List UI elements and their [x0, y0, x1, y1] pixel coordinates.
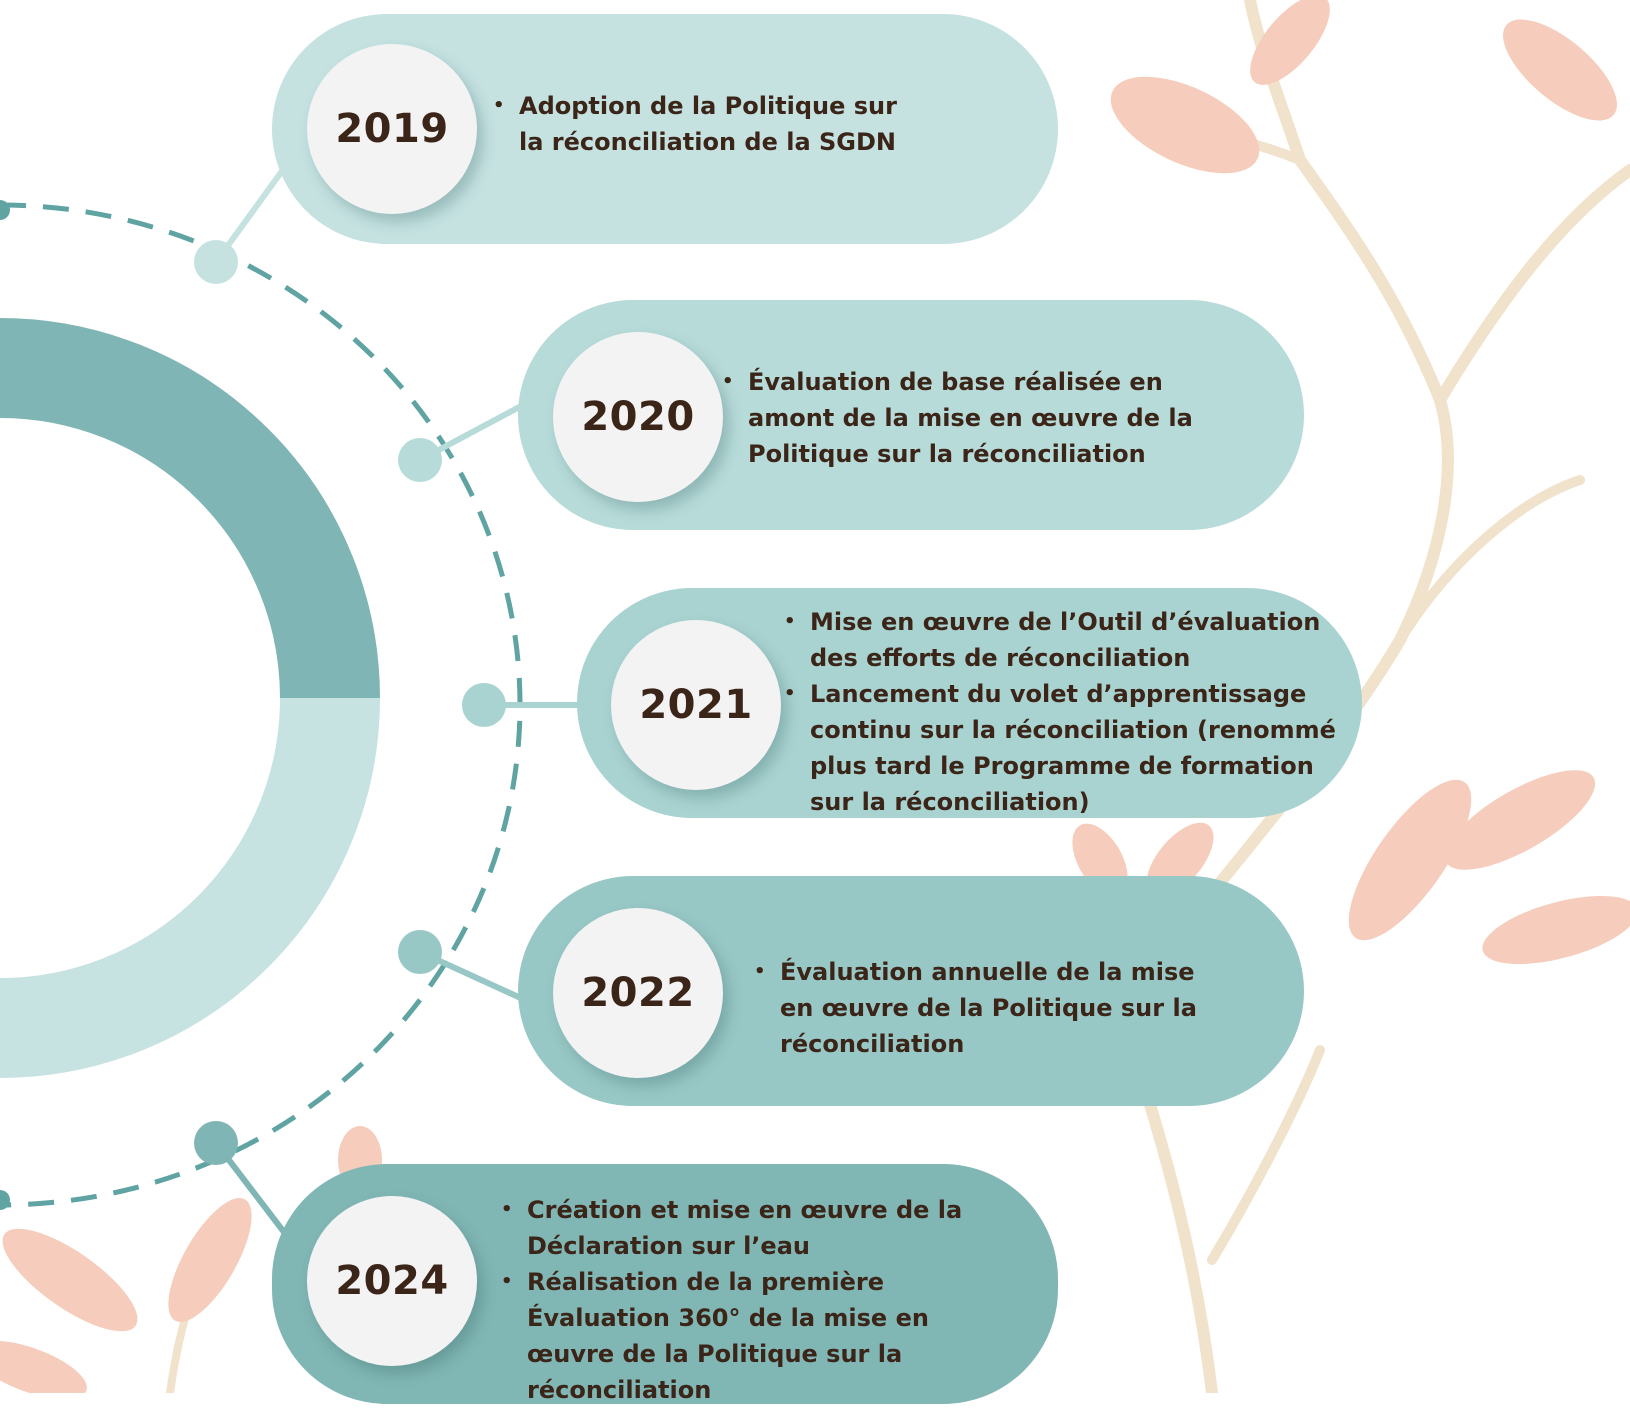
- progress-ring: [0, 318, 380, 1078]
- milestone-list: Adoption de la Politique sur la réconcil…: [493, 88, 923, 160]
- year-badge: 2024: [307, 1196, 477, 1366]
- year-label: 2019: [335, 106, 449, 152]
- year-label: 2024: [335, 1258, 449, 1304]
- timeline-node-icon: [398, 930, 442, 974]
- milestone-item: Évaluation de base réalisée en amont de …: [722, 364, 1222, 472]
- milestone-list: Évaluation de base réalisée en amont de …: [722, 364, 1222, 472]
- year-badge: 2019: [307, 44, 477, 214]
- timeline-node-icon: [462, 683, 506, 727]
- milestone-item: Mise en œuvre de l’Outil d’évaluation de…: [784, 604, 1339, 676]
- milestone-item: Réalisation de la première Évaluation 36…: [501, 1264, 1011, 1408]
- milestone-list: Évaluation annuelle de la mise en œuvre …: [754, 954, 1234, 1062]
- year-badge: 2022: [553, 908, 723, 1078]
- milestone-item: Adoption de la Politique sur la réconcil…: [493, 88, 923, 160]
- year-badge: 2020: [553, 332, 723, 502]
- milestone-list: Mise en œuvre de l’Outil d’évaluation de…: [784, 604, 1339, 820]
- milestone-item: Évaluation annuelle de la mise en œuvre …: [754, 954, 1234, 1062]
- milestone-list: Création et mise en œuvre de la Déclarat…: [501, 1192, 1011, 1408]
- timeline-node-icon: [194, 1121, 238, 1165]
- year-label: 2021: [639, 682, 753, 728]
- year-badge: 2021: [611, 620, 781, 790]
- timeline-dashed-arc: [0, 202, 523, 1208]
- timeline-node-icon: [398, 438, 442, 482]
- timeline-node-icon: [194, 240, 238, 284]
- year-label: 2020: [581, 394, 695, 440]
- milestone-item: Lancement du volet d’apprentissage conti…: [784, 676, 1339, 820]
- year-label: 2022: [581, 970, 695, 1016]
- milestone-item: Création et mise en œuvre de la Déclarat…: [501, 1192, 1011, 1264]
- timeline-connectors: [213, 158, 585, 1242]
